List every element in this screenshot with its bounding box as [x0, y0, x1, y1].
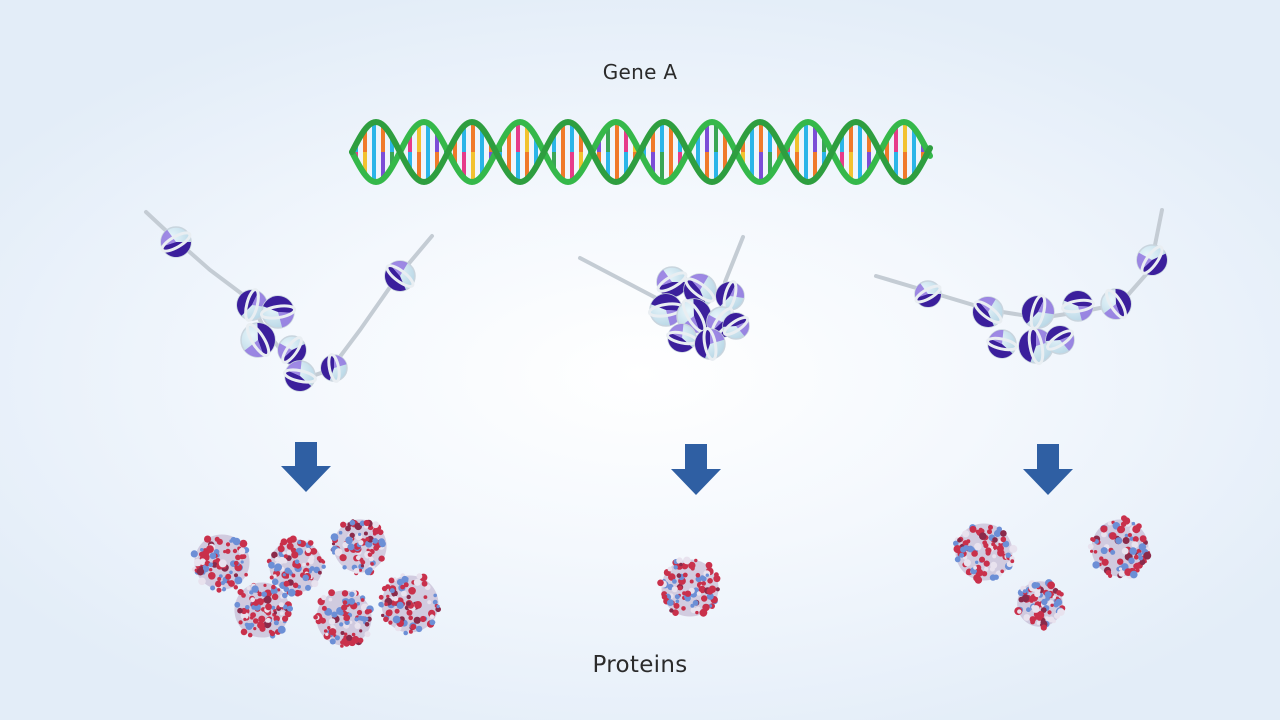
nucleosome-icon [666, 323, 698, 353]
nucleosome-icon [1045, 325, 1075, 355]
protein-icon [378, 573, 442, 636]
open-chromatin-left [144, 210, 434, 392]
proteins-label: Proteins [592, 652, 688, 678]
down-arrow-icon-middle [671, 444, 721, 495]
compact-chromatin-middle [578, 235, 750, 361]
nucleosome-icon [1018, 326, 1054, 366]
nucleosome-icon [320, 353, 348, 383]
nucleosome-icon [283, 360, 317, 392]
protein-icon [330, 519, 387, 576]
nucleosome-icon [986, 329, 1018, 359]
open-chromatin-right [874, 208, 1168, 366]
protein-clusters [190, 515, 1152, 648]
protein-icon [953, 523, 1018, 584]
dna-helix-icon [349, 118, 933, 186]
nucleosome-icon [259, 295, 297, 329]
nucleosome-icon [972, 296, 1004, 328]
nucleosome-icon [1021, 294, 1055, 330]
nucleosome-icon [1100, 288, 1132, 320]
protein-icon [234, 582, 293, 639]
down-arrow-icon-right [1023, 444, 1073, 495]
nucleosome-icon [656, 266, 688, 298]
nucleosome-icon [384, 260, 416, 292]
protein-icon [657, 556, 721, 617]
protein-icon [313, 589, 374, 648]
nucleosome-icon [236, 288, 268, 322]
protein-icon [190, 534, 250, 593]
nucleosome-group [914, 244, 1168, 366]
nucleosome-icon [1060, 290, 1096, 322]
nucleosome-icon [722, 312, 750, 340]
protein-icon [1087, 515, 1152, 580]
nucleosome-icon [914, 280, 942, 308]
nucleosome-icon [240, 322, 276, 358]
down-arrow-icon-left [281, 442, 331, 492]
nucleosome-group [160, 226, 416, 392]
nucleosome-group [647, 266, 750, 361]
nucleosome-icon [694, 327, 726, 361]
nucleosome-icon [715, 280, 745, 312]
protein-icon [266, 535, 326, 597]
nucleosome-icon [160, 226, 192, 258]
gene-label: Gene A [602, 60, 678, 84]
protein-icon [1014, 579, 1066, 631]
nucleosome-icon [1136, 244, 1168, 276]
